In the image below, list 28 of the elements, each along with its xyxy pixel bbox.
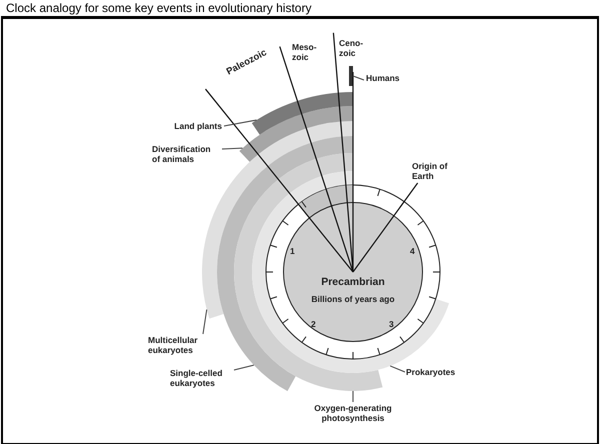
leader-line (224, 120, 258, 126)
event-label: Prokaryotes (406, 367, 466, 377)
title: Clock analogy for some key events in evolutionary history (6, 1, 312, 15)
event-label: Land plants (150, 121, 222, 131)
event-label: Humans (366, 73, 416, 83)
era-label: Ceno- zoic (339, 38, 364, 58)
leader-line (234, 364, 254, 370)
scale-number: 1 (290, 246, 296, 256)
scale-number: 3 (389, 319, 395, 329)
leader-line (352, 390, 354, 402)
era-label: Meso- zoic (292, 42, 318, 62)
event-label: Diversification of animals (152, 144, 216, 164)
arc-band (239, 106, 353, 162)
leader-line (390, 365, 406, 372)
arc-band (252, 92, 353, 135)
scale-caption: Billions of years ago (310, 294, 396, 304)
leader-line (352, 76, 364, 80)
scale-number: 2 (311, 319, 317, 329)
event-label: Multicellular eukaryotes (148, 335, 210, 355)
marker-bar (349, 66, 353, 86)
era-label: Precambrian (320, 276, 386, 288)
leader-line (202, 309, 208, 334)
event-label: Origin of Earth (412, 161, 448, 181)
event-label: Oxygen-generating photosynthesis (303, 403, 403, 423)
event-label: Single-celled eukaryotes (170, 368, 232, 388)
leader-line (222, 148, 243, 150)
clock-face (283, 202, 423, 342)
scale-number: 4 (410, 246, 416, 256)
